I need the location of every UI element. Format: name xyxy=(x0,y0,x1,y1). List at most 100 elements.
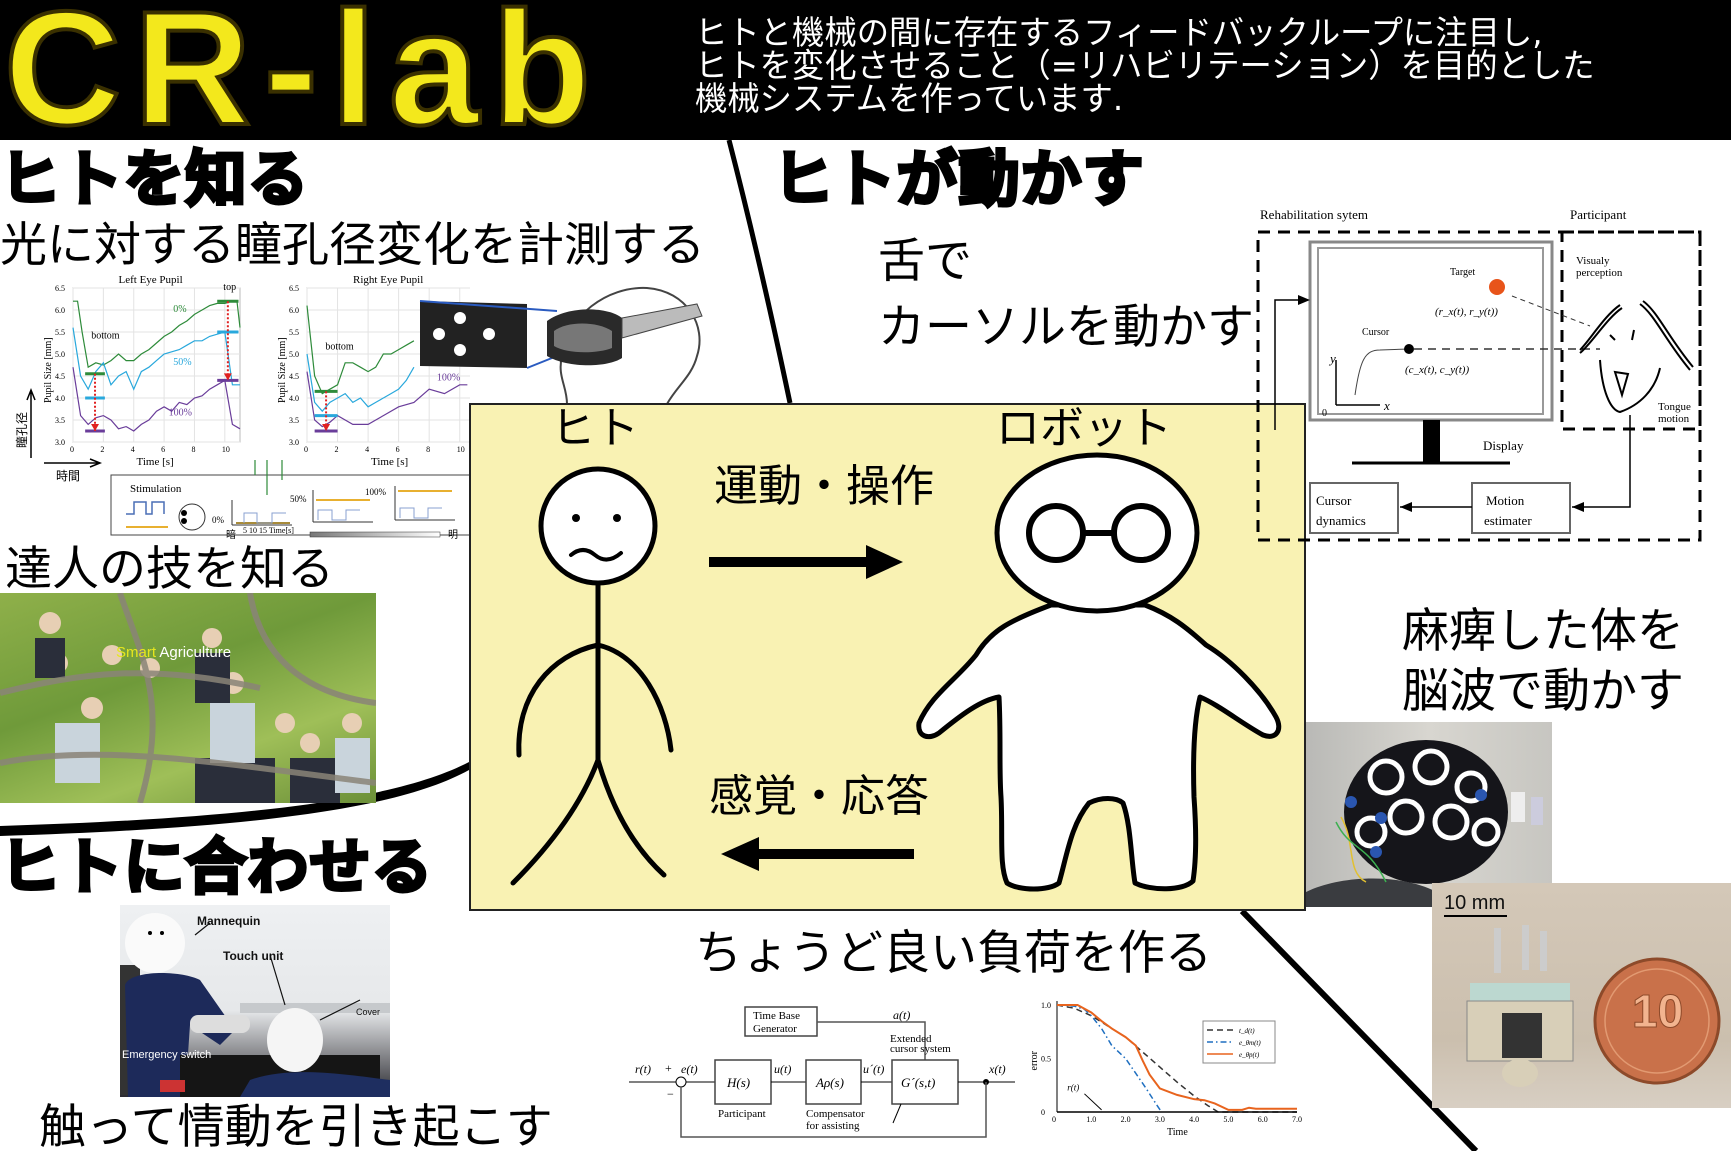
motion-operation-label: 運動・操作 xyxy=(714,461,934,512)
plot-area xyxy=(72,287,241,443)
cursor-label: Cursor xyxy=(1362,327,1390,338)
e-signal: e(t) xyxy=(681,1062,698,1076)
minus-sign: − xyxy=(667,1087,674,1101)
y-tick-label: 5.0 xyxy=(289,350,299,359)
x-tick-label: 10 xyxy=(457,445,465,454)
x-tick-label: 0 xyxy=(304,445,308,454)
series-line xyxy=(1057,1004,1297,1111)
header-banner: CR-lab ヒトと機械の間に存在するフィードバックループに注目し,ヒトを変化さ… xyxy=(0,0,1731,152)
label-emergency-switch: Emergency switch xyxy=(122,1049,212,1061)
a-signal: a(t) xyxy=(893,1008,910,1022)
x-tick-label: 10 xyxy=(222,445,230,454)
jp-pupil-label: 瞳孔径 xyxy=(14,412,29,448)
eeg-cap-photo xyxy=(1306,722,1552,907)
stim-level-50: 50% xyxy=(290,494,307,504)
tbg-2: Generator xyxy=(753,1023,797,1035)
visual-perception-2: perception xyxy=(1576,267,1623,279)
y-tick-label: 3.5 xyxy=(55,416,65,425)
x-tick-label: 4 xyxy=(365,445,369,454)
x-tick-label: 4 xyxy=(131,445,135,454)
stick-figure-human xyxy=(510,466,674,886)
target-coord: (r_x(t), r_y(t)) xyxy=(1435,306,1498,318)
y-axis-label: Pupil Size [mm] xyxy=(43,337,54,403)
y-axis-label: error xyxy=(1029,1050,1040,1070)
x-signal: x(t) xyxy=(988,1062,1006,1076)
x-tick-label: 6 xyxy=(161,445,165,454)
human-robot-loop-panel: ヒト ロボット 運動・操作 感覚・応答 xyxy=(469,403,1306,911)
y-tick-label: 3.0 xyxy=(289,438,299,447)
smart-agriculture-photo: Smart Agriculture xyxy=(0,593,376,803)
ten-yen-coin xyxy=(1593,957,1721,1085)
series-line-0pct xyxy=(73,300,241,369)
divider-bottom xyxy=(1239,908,1479,1151)
y-tick-label: 4.0 xyxy=(289,394,299,403)
x-tick-label: 3.0 xyxy=(1155,1115,1165,1124)
subtitle-eeg: 脳波で動かす xyxy=(1402,664,1684,719)
robot-figure xyxy=(916,452,1282,892)
lab-intro: ヒトと機械の間に存在するフィードバックループに注目し,ヒトを変化させること（=リ… xyxy=(695,16,1595,115)
axis-origin: 0 xyxy=(1322,408,1327,419)
y-tick-label: 5.5 xyxy=(55,328,65,337)
intro-line: 機械システムを作っています. xyxy=(695,79,1124,118)
x-tick-label: 8 xyxy=(191,445,195,454)
tbg-1: Time Base xyxy=(753,1010,800,1022)
drop-arrow-head xyxy=(322,424,331,431)
y-tick-label: 5.0 xyxy=(55,350,65,359)
device-coin-illustration xyxy=(1444,915,1721,1087)
cursor-dot xyxy=(1404,344,1414,354)
plus-sign: + xyxy=(665,1061,672,1075)
forward-arrow xyxy=(709,545,903,579)
divider-top xyxy=(726,139,793,404)
y-tick-label: 3.5 xyxy=(289,416,299,425)
A-block: Aρ(s) xyxy=(815,1075,844,1090)
u-prime-signal: u´(t) xyxy=(863,1062,884,1076)
intro-line: ヒトを変化させること（=リハビリテーション）を目的とした xyxy=(695,46,1595,85)
x-tick-label: 2 xyxy=(335,445,339,454)
eeg-cap-illustration xyxy=(1306,740,1543,907)
mannequin-illustration xyxy=(120,913,390,1097)
x-tick-label: 2.0 xyxy=(1121,1115,1131,1124)
vr-headset-illustration xyxy=(419,286,703,404)
subtitle-expert-skill: 達人の技を知る xyxy=(5,542,334,597)
stimulation-panel: Stimulation 0% 5 10 15 Time[s] 50% 100% … xyxy=(110,460,470,540)
legend-label: e_θp(t) xyxy=(1239,1051,1260,1059)
device-coin-photo: 10 mm 10 xyxy=(1432,883,1731,1108)
series-line-50pct xyxy=(72,327,240,391)
legend-box xyxy=(1202,1020,1276,1064)
legend-label: e_θm(t) xyxy=(1239,1039,1261,1047)
stim-time-ticks: 5 10 15 Time[s] xyxy=(243,526,294,535)
orchard-group-illustration xyxy=(0,593,376,803)
extended-1: Extended xyxy=(890,1033,932,1045)
y-tick-label: 0 xyxy=(1041,1108,1045,1117)
x-tick-label: 5.0 xyxy=(1223,1115,1233,1124)
stimulation-title: Stimulation xyxy=(130,483,182,495)
smart-agriculture-caption: Smart Agriculture xyxy=(116,645,231,660)
H-block: H(s) xyxy=(726,1075,750,1090)
caption-smart: Smart xyxy=(116,644,157,661)
y-tick-label: 6.5 xyxy=(289,284,299,293)
caption-agriculture: Agriculture xyxy=(159,644,232,661)
r-signal: r(t) xyxy=(635,1062,651,1076)
x-axis-label: Time [s] xyxy=(371,456,408,468)
y-axis-label: Pupil Size [mm] xyxy=(277,337,288,403)
x-tick-label: 7.0 xyxy=(1292,1115,1302,1124)
tongue-motion-1: Tongue xyxy=(1658,401,1691,413)
x-tick-label: 2 xyxy=(100,445,104,454)
annotation-bottom: bottom xyxy=(91,331,120,342)
y-tick-label: 1.0 xyxy=(1041,1001,1051,1010)
subtitle-tongue: 舌で xyxy=(878,234,972,289)
series-line-50pct xyxy=(306,353,415,413)
stim-bright: 明 xyxy=(448,529,458,540)
cursor-dynamics-1: Cursor xyxy=(1316,493,1352,508)
axis-y: y xyxy=(1328,351,1336,366)
subtitle-touch-emotion: 触って情動を引き起こす xyxy=(39,1100,553,1155)
subtitle-paralysis: 麻痺した体を xyxy=(1402,604,1684,659)
compensator-2: for assisting xyxy=(806,1120,860,1132)
x-axis-label: Time [s] xyxy=(137,456,174,468)
rehab-system-diagram: Rehabilitation sytem Participant Display… xyxy=(1256,207,1702,542)
r-annotation: r(t) xyxy=(1067,1083,1079,1093)
mannequin-photo: Mannequin Touch unit Cover Emergency swi… xyxy=(120,905,390,1097)
subtitle-pupil: 光に対する瞳孔径変化を計測する xyxy=(0,218,705,273)
participant-face-sketch xyxy=(1579,300,1694,414)
